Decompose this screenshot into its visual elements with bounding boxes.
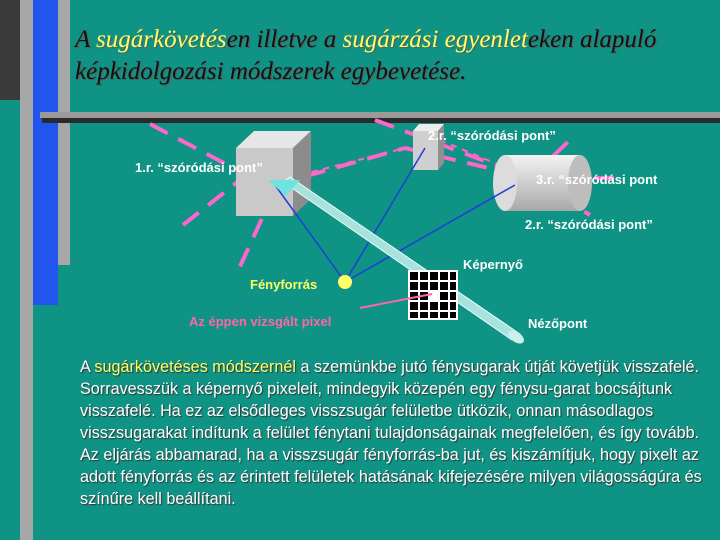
viewpoint-eye — [508, 330, 524, 344]
hit-point-marker — [268, 180, 300, 196]
cylinder-body — [505, 155, 580, 211]
label-scatter-1: 1.r. “szóródási pont” — [135, 160, 263, 175]
description-paragraph: A sugárkövetéses módszernél a szemünkbe … — [80, 358, 702, 508]
screen-grid — [408, 270, 458, 320]
label-examined-pixel: Az éppen vizsgált pixel — [189, 314, 332, 329]
label-scatter-3: 3.r. “szóródási pont — [536, 172, 658, 187]
left-bar-gray — [20, 0, 33, 540]
pixel-pointer-line — [359, 293, 433, 309]
title-divider-shadow — [42, 117, 720, 123]
label-scatter-2-top: 2.r. “szóródási pont” — [428, 128, 556, 143]
light-ray-box — [344, 147, 426, 283]
light-ray-cylinder — [344, 184, 516, 283]
method-highlight: sugárkövetéses módszernél — [94, 358, 296, 376]
box-right-face — [438, 124, 444, 170]
box-front-face — [413, 131, 438, 170]
ray-cube-left — [181, 178, 242, 227]
cylinder-right-cap — [568, 155, 592, 211]
left-bar-gray-2 — [58, 0, 70, 265]
title-divider — [40, 112, 720, 118]
examined-pixel — [430, 292, 438, 300]
page-title: A sugárkövetésen illetve a sugárzási egy… — [75, 26, 657, 85]
top-bar-blue — [33, 0, 58, 305]
label-light-source: Fényforrás — [250, 277, 318, 292]
box-top-face — [413, 124, 444, 131]
top-bar-dark — [0, 0, 20, 100]
light-source — [338, 275, 352, 289]
label-scatter-2-bottom: 2.r. “szóródási pont” — [525, 217, 653, 232]
light-ray-cube — [274, 184, 346, 283]
label-screen: Képernyő — [463, 257, 523, 272]
cylinder-left-cap — [493, 155, 517, 211]
cube-top-face — [236, 131, 311, 148]
ray-box-fine — [439, 139, 531, 179]
ray-cube-top — [149, 122, 276, 192]
label-viewpoint: Nézőpont — [528, 316, 588, 331]
